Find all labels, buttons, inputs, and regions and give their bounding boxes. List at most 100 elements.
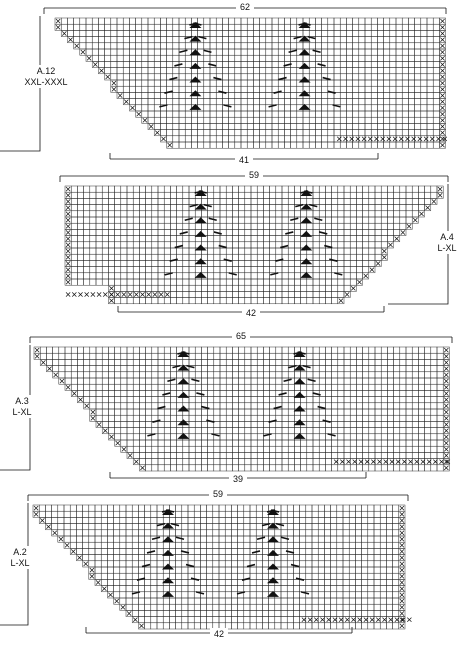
cross-symbol: [381, 248, 387, 254]
triangle-symbol: [267, 549, 279, 556]
diagonal-dash: [181, 351, 190, 355]
cross-symbol: [420, 459, 426, 465]
triangle-symbol: [298, 62, 311, 69]
cross-symbol: [109, 298, 114, 304]
bottom-count-bg: [235, 154, 253, 164]
cross-symbol: [406, 617, 412, 623]
cross-symbol: [313, 617, 319, 623]
chart-label-bg: [22, 65, 70, 88]
cross-symbol: [109, 434, 114, 440]
bottom-count-bg: [210, 628, 228, 638]
diagonal-dash: [297, 351, 306, 355]
cross-symbol: [90, 415, 96, 421]
triangle-symbol: [267, 536, 279, 543]
diagonal-dash: [174, 244, 183, 249]
cross-symbol: [440, 130, 445, 136]
cross-symbol: [340, 459, 345, 465]
cross-symbol: [399, 511, 405, 517]
diagonal-dash: [203, 203, 212, 208]
cross-symbol: [399, 542, 405, 548]
cross-symbol: [417, 136, 423, 142]
bottom-stitch-count: 39: [233, 474, 243, 484]
cross-symbol: [440, 93, 445, 98]
diagonal-dash: [218, 244, 227, 249]
cross-symbol: [351, 617, 356, 623]
cross-symbol: [40, 360, 46, 365]
cross-symbol: [101, 586, 107, 592]
diagonal-dash: [302, 364, 311, 369]
cross-symbol: [375, 261, 381, 266]
diagonal-dash: [270, 272, 279, 276]
triangle-symbol: [177, 391, 190, 398]
cross-symbol: [436, 136, 441, 142]
triangle-symbol: [300, 217, 313, 224]
cross-symbol: [414, 459, 420, 465]
cross-symbol: [344, 292, 350, 297]
cross-symbol: [440, 24, 445, 30]
cross-symbol: [65, 236, 71, 242]
cross-symbol: [388, 242, 393, 248]
triangle-symbol: [189, 90, 202, 97]
diagonal-dash: [278, 76, 287, 81]
cross-symbol: [412, 217, 418, 223]
cross-symbol: [399, 505, 405, 511]
cross-symbol: [440, 142, 445, 148]
cross-symbol: [65, 186, 71, 192]
cross-symbol: [440, 74, 445, 80]
cross-symbol: [111, 86, 117, 92]
cross-symbol: [332, 617, 338, 623]
cross-symbol: [344, 617, 350, 623]
cross-symbol: [65, 211, 71, 217]
diagonal-dash: [208, 63, 217, 67]
cross-symbol: [65, 279, 71, 285]
diagonal-dash: [251, 550, 261, 554]
cross-symbol: [117, 93, 123, 98]
cross-symbol: [71, 391, 77, 396]
diagonal-dash: [307, 378, 316, 383]
cross-symbol: [443, 403, 449, 409]
diagonal-dash: [275, 258, 284, 262]
cross-symbol: [350, 285, 356, 291]
cross-symbol: [411, 136, 417, 142]
cross-symbol: [146, 292, 152, 297]
cross-symbol: [443, 353, 449, 359]
cross-symbol: [443, 391, 449, 396]
cross-symbol: [65, 192, 71, 198]
diagonal-dash: [189, 203, 198, 208]
diagonal-dash: [246, 563, 256, 568]
cross-symbol: [65, 205, 71, 211]
cross-symbol: [363, 273, 369, 279]
diagonal-dash: [295, 577, 305, 581]
cross-symbol: [120, 604, 126, 610]
triangle-symbol: [189, 103, 202, 110]
cross-symbol: [84, 292, 90, 297]
diagonal-dash: [179, 231, 188, 235]
top-stitch-count: 62: [240, 2, 250, 12]
cross-symbol: [95, 580, 101, 585]
triangle-symbol: [162, 536, 174, 543]
cross-symbol: [443, 378, 449, 384]
cross-symbol: [399, 549, 405, 554]
triangle-symbol: [189, 35, 202, 42]
cross-symbol: [114, 598, 120, 604]
triangle-symbol: [267, 563, 279, 570]
cross-symbol: [58, 536, 64, 542]
cross-symbol: [443, 415, 449, 421]
cross-symbol: [46, 524, 51, 530]
triangle-symbol: [300, 230, 313, 237]
cross-symbol: [440, 68, 445, 74]
cross-symbol: [406, 223, 412, 229]
diagonal-dash: [193, 22, 202, 26]
side-bracket: [0, 16, 41, 152]
diagonal-dash: [184, 217, 193, 222]
cross-symbol: [443, 446, 449, 452]
cross-symbol: [152, 292, 158, 297]
diagonal-dash: [196, 392, 205, 396]
diagonal-dash: [159, 104, 168, 108]
triangle-symbol: [267, 522, 279, 529]
cross-symbol: [105, 74, 111, 80]
cross-symbol: [443, 372, 449, 378]
diagonal-dash: [164, 272, 173, 276]
